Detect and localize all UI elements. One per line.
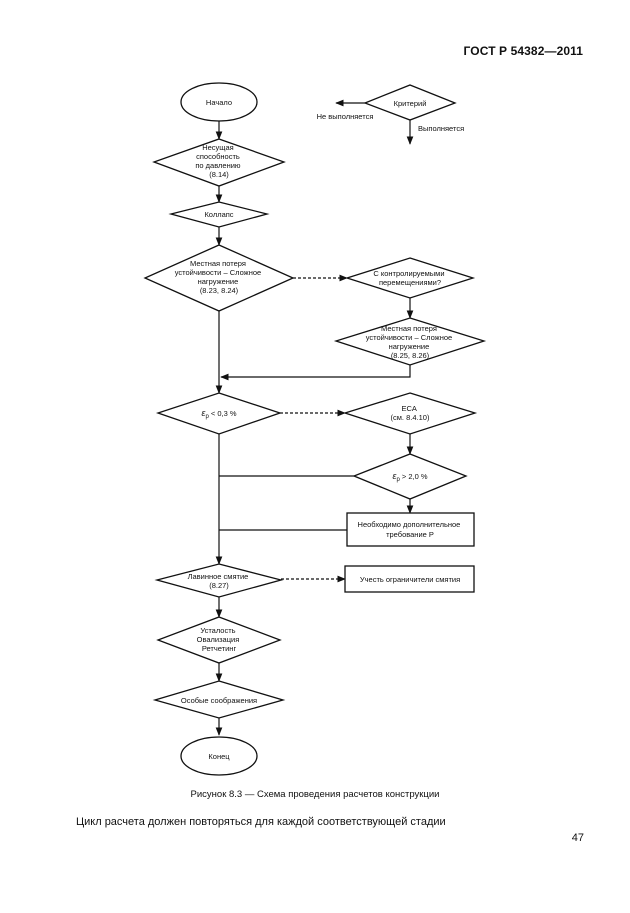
legend-not-met-label: Не выполняется: [317, 112, 374, 121]
svg-text:εp > 2,0 %: εp > 2,0 %: [392, 471, 427, 483]
strain-above-limit-decision: εp > 2,0 %: [352, 453, 468, 500]
legend-criterion-node: Критерий: [363, 84, 457, 121]
svg-text:Коллапс: Коллапс: [204, 210, 233, 219]
svg-text:Начало: Начало: [206, 98, 232, 107]
svg-text:ECA (см. 8.4.10): ECA (см. 8.4.10): [391, 404, 430, 422]
local-buckling-combined-load-node: Местная потеря устойчивости – Сложное на…: [143, 244, 295, 312]
svg-text:Особые соображения: Особые соображения: [181, 696, 257, 705]
eca-node: ECA (см. 8.4.10): [342, 392, 478, 435]
propagation-buckling-node: Лавинное смятие (8.27): [154, 563, 284, 598]
svg-text:Критерий: Критерий: [394, 99, 427, 108]
collapse-node: Коллапс: [168, 201, 270, 228]
svg-text:Необходимо дополнительное: Необходимо дополнительное требование P: [358, 520, 463, 539]
svg-text:Конец: Конец: [208, 752, 230, 761]
svg-text:С контролируемыми переме: С контролируемыми перемещениями?: [373, 269, 446, 287]
flowchart-edges: [215, 99, 414, 736]
svg-text:Усталость Овализация: Усталость Овализация Ретчетинг: [197, 626, 242, 653]
svg-text:Несущая способность: Несущая способность по давлению (8.14): [195, 143, 242, 179]
displacement-controlled-decision: С контролируемыми перемещениями?: [344, 257, 476, 299]
figure-caption: Рисунок 8.3 — Схема проведения расчетов …: [190, 789, 440, 800]
svg-text:εp < 0,3 %: εp < 0,3 %: [201, 408, 236, 420]
svg-text:Местная потеря устойчиво: Местная потеря устойчивости – Сложное на…: [366, 324, 455, 360]
start-node: Начало: [180, 82, 258, 122]
body-text: Цикл расчета должен повторяться для кажд…: [76, 816, 446, 828]
svg-text:Местная потеря устойчиво: Местная потеря устойчивости – Сложное на…: [175, 259, 264, 295]
local-buckling-displacement-node: Местная потеря устойчивости – Сложное на…: [333, 317, 487, 366]
additional-requirement-box: Необходимо дополнительное требование P: [346, 512, 475, 547]
strain-below-limit-decision: εp < 0,3 %: [155, 392, 283, 435]
page-number: 47: [571, 832, 584, 844]
pressure-capacity-node: Несущая способность по давлению (8.14): [152, 138, 286, 187]
svg-text:Учесть ограничители смятия: Учесть ограничители смятия: [360, 575, 460, 584]
special-considerations-node: Особые соображения: [152, 680, 286, 719]
end-node: Конец: [180, 736, 258, 776]
legend-met-label: Выполняется: [418, 124, 464, 133]
calculation-flowchart: Начало Критерий Не выполняется Выполняет…: [143, 82, 487, 776]
svg-text:Лавинное смятие (8.27): Лавинное смятие (8.27): [188, 572, 251, 590]
buckle-arrestors-box: Учесть ограничители смятия: [344, 565, 475, 593]
document-code-header: ГОСТ Р 54382—2011: [463, 44, 583, 58]
fatigue-ovalisation-ratcheting-node: Усталость Овализация Ретчетинг: [156, 616, 282, 664]
